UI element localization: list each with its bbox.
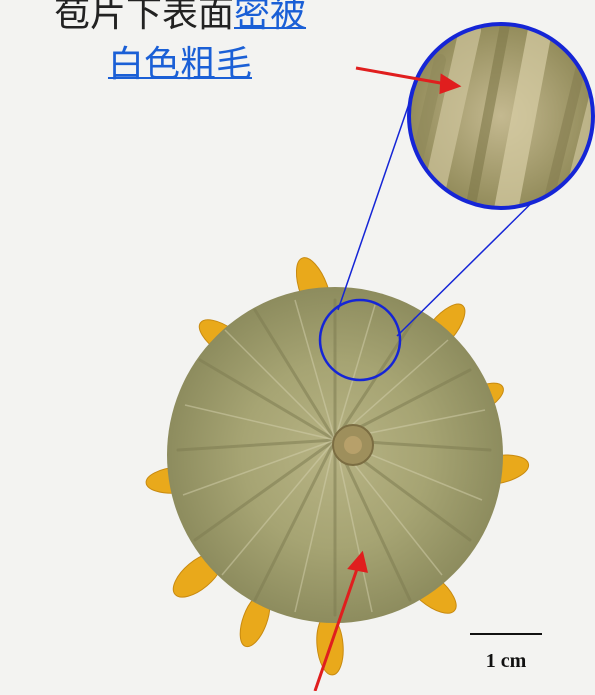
scale-label: 1 cm (485, 650, 527, 672)
annotation-caption: 苞片下表面密被 白色粗毛 (0, 0, 360, 90)
caption-highlight-2: 白色粗毛 (107, 44, 252, 85)
caption-line-1: 苞片下表面密被 (0, 0, 360, 40)
caption-line-2: 白色粗毛 (0, 40, 360, 90)
zoom-line-left (337, 94, 413, 311)
zoom-inset (407, 22, 595, 210)
scale-bar (470, 633, 542, 635)
arrow-icon (313, 550, 368, 692)
flower-head (167, 287, 503, 623)
caption-highlight-1: 密被 (234, 0, 307, 35)
magnifier-source-circle (318, 298, 402, 382)
arrow-icon (355, 66, 462, 95)
caption-plain-text: 苞片下表面 (53, 0, 234, 35)
